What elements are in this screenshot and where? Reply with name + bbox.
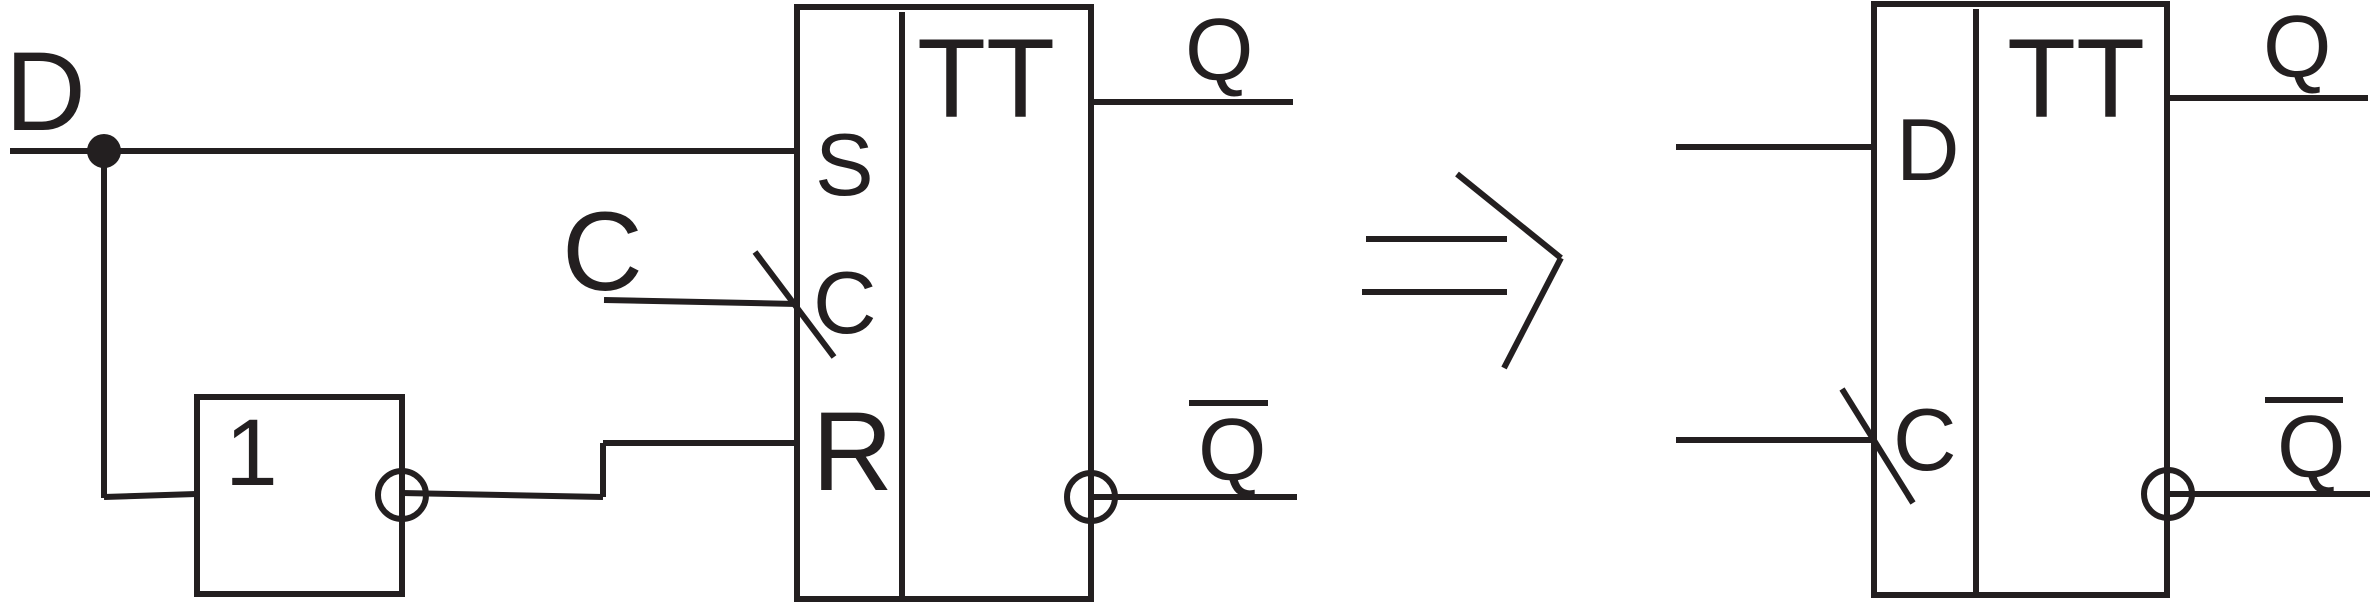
pin-d-label: D — [1896, 100, 1960, 199]
implies-arrow-icon — [1362, 171, 1564, 370]
right-qbar-output-label: Q — [2277, 397, 2345, 496]
right-c-dynamic-slash — [1839, 387, 1916, 505]
c-input-label: C — [562, 189, 643, 314]
left-circuit: D 1 C TT S C R Q Q — [5, 0, 1297, 602]
pin-r-label: R — [812, 389, 893, 514]
right-q-output-label: Q — [2263, 0, 2331, 96]
inverter-input-wire — [103, 491, 197, 500]
left-qbar-output-label: Q — [1198, 400, 1266, 499]
right-pin-c-label: C — [1893, 390, 1957, 489]
left-q-output-label: Q — [1185, 0, 1253, 99]
right-trigger: TT D C Q Q — [1676, 0, 2370, 598]
right-circuit: TT D C Q Q — [1676, 0, 2370, 598]
pin-c-label: C — [813, 253, 877, 352]
left-trigger-body — [794, 4, 1094, 602]
d-input-label: D — [5, 29, 86, 154]
c-input-wire — [603, 297, 798, 307]
left-trigger: TT S C R Q Q — [794, 0, 1297, 602]
inverter-label: 1 — [225, 400, 278, 506]
right-trigger-body — [1871, 1, 2170, 598]
left-trigger-type-label: TT — [917, 16, 1055, 141]
inverter-output-wire — [401, 490, 604, 500]
pin-s-label: S — [815, 115, 874, 214]
right-trigger-type-label: TT — [2007, 16, 2145, 141]
